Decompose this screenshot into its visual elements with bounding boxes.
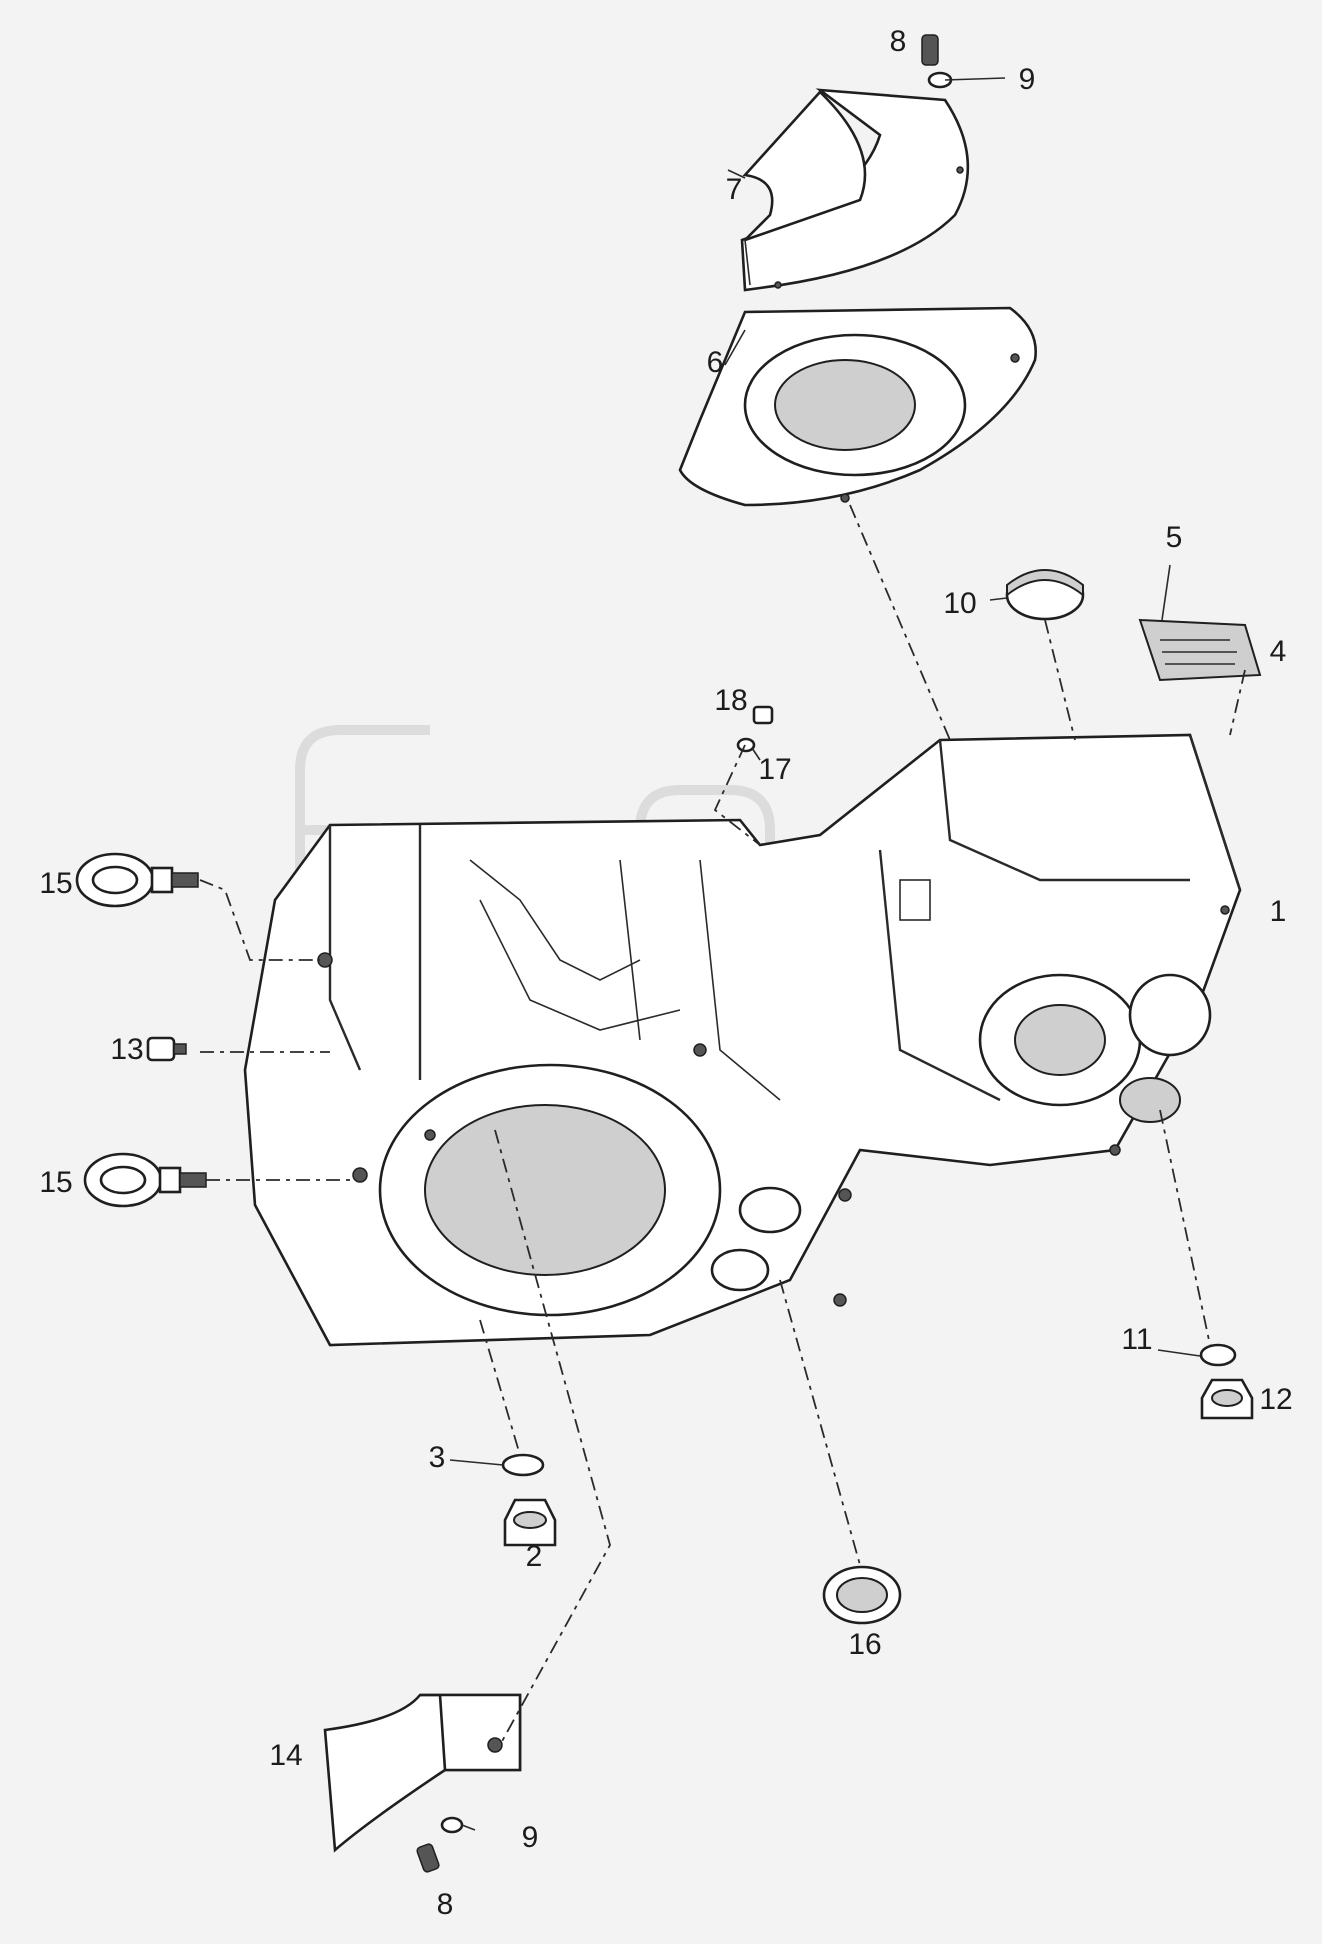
part-15-eyebolt-upper (75, 852, 199, 908)
callout-8-bottom: 8 (436, 1888, 454, 1921)
callout-4: 4 (1269, 635, 1287, 668)
callout-13: 13 (110, 1033, 144, 1066)
callout-5: 5 (1165, 521, 1183, 554)
part-1-housing (243, 733, 1242, 1347)
part-3-ring (501, 1453, 545, 1477)
part-14-cover (323, 1693, 522, 1853)
callout-9-top: 9 (1018, 63, 1036, 96)
callout-1: 1 (1269, 895, 1287, 928)
leader-lines (449, 77, 1201, 1831)
assembly-axes (199, 504, 1246, 1746)
callout-8-top: 8 (889, 25, 907, 58)
part-16-seal (822, 1565, 902, 1625)
part-7-cover (740, 88, 970, 292)
callout-14: 14 (269, 1739, 303, 1772)
part-10-plug (1005, 569, 1085, 621)
part-8-bolt-top (921, 34, 953, 89)
part-18-plug (736, 705, 774, 753)
part-4-nameplate (1138, 618, 1262, 682)
callout-17: 17 (758, 753, 792, 786)
callout-15-lower: 15 (39, 1166, 73, 1199)
callout-16: 16 (848, 1628, 882, 1661)
callout-6: 6 (706, 346, 724, 379)
part-6-plate (678, 306, 1037, 507)
part-11-ring (1199, 1343, 1237, 1367)
callout-15-upper: 15 (39, 867, 73, 900)
callout-2: 2 (525, 1540, 543, 1573)
callout-7: 7 (725, 173, 743, 206)
part-8-bolt-bottom (416, 1816, 464, 1873)
callout-12: 12 (1259, 1383, 1293, 1416)
callout-3: 3 (428, 1441, 446, 1474)
part-15-eyebolt-lower (83, 1152, 207, 1208)
callout-10: 10 (943, 587, 977, 620)
part-2-plug (503, 1498, 557, 1547)
part-13-fitting (146, 1036, 187, 1062)
callout-11: 11 (1121, 1323, 1153, 1356)
callout-18: 18 (714, 684, 748, 717)
part-12-plug (1200, 1378, 1254, 1420)
callout-9-bottom: 9 (521, 1821, 539, 1854)
